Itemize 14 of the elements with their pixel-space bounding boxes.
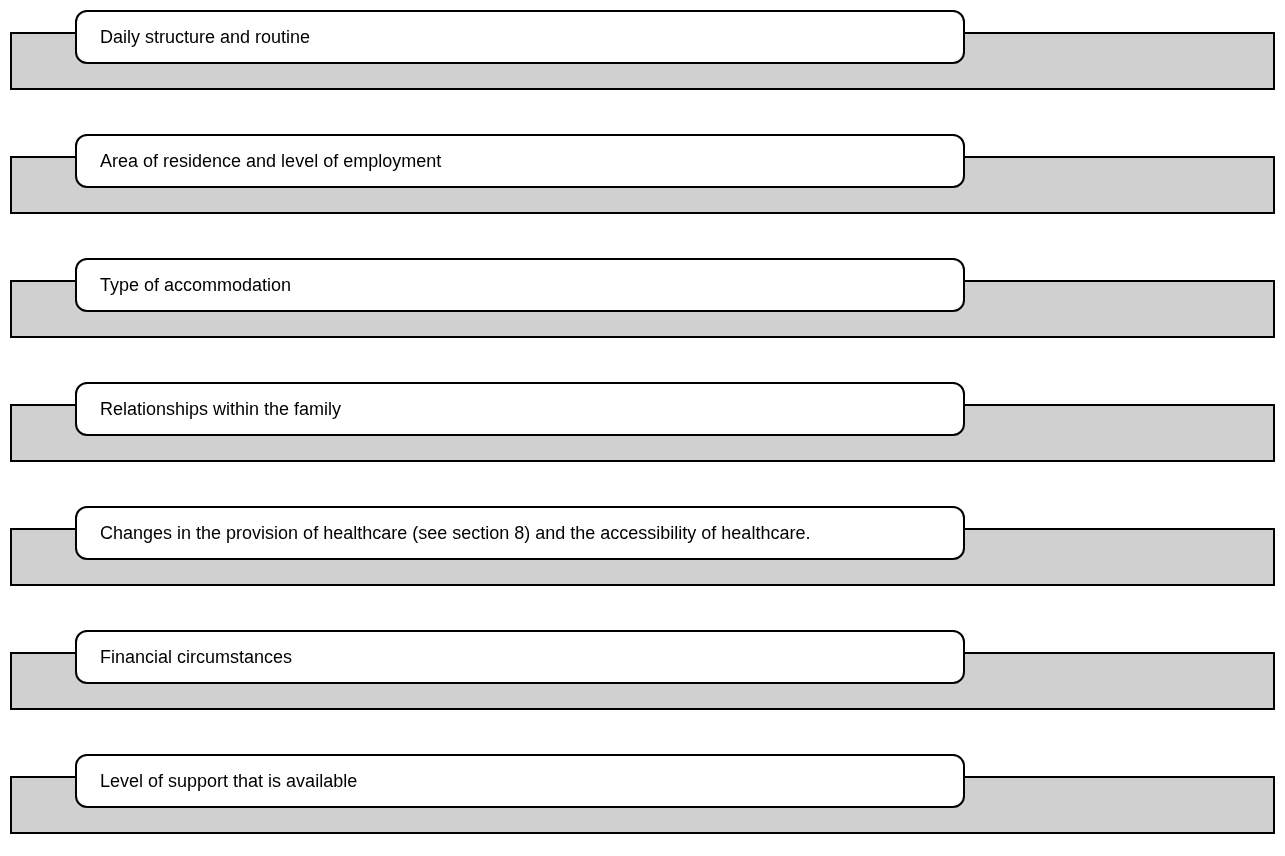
item-text: Level of support that is available (100, 770, 358, 792)
item-text: Financial circumstances (100, 646, 293, 668)
item-box (75, 382, 965, 436)
item-text: Changes in the provision of healthcare (see section 8) and the accessibility of healthcare. (100, 522, 811, 544)
item-box (75, 134, 965, 188)
item-text: Area of residence and level of employment (100, 150, 442, 172)
item-box (75, 754, 965, 808)
item-box (75, 630, 965, 684)
item-box (75, 10, 965, 64)
item-box (75, 258, 965, 312)
item-text: Relationships within the family (100, 398, 342, 420)
item-text: Type of accommodation (100, 274, 292, 296)
item-text: Daily structure and routine (100, 26, 311, 48)
item-box (75, 506, 965, 560)
